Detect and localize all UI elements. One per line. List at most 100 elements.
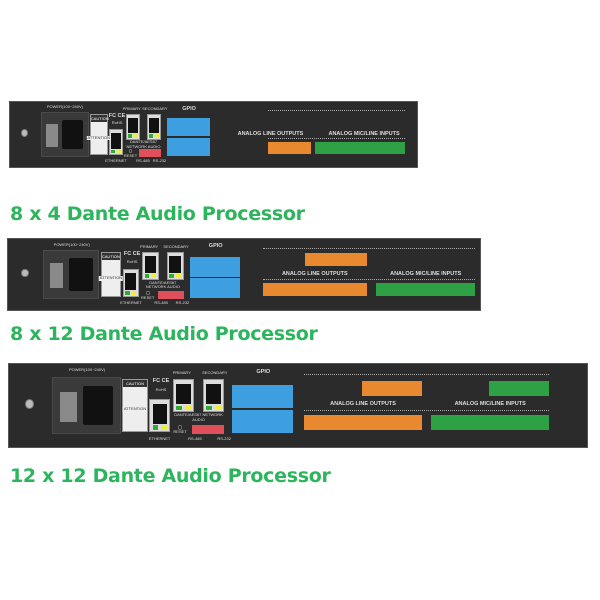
gpio-terminal-bottom [232, 409, 294, 433]
mic-line-inputs-label: ANALOG MIC/LINE INPUTS [454, 401, 526, 408]
port-led-yellow [185, 405, 191, 410]
mic-line-inputs-label: ANALOG MIC/LINE INPUTS [328, 131, 400, 138]
port-led-green [169, 274, 174, 279]
rohs-label: RoHS [126, 258, 138, 264]
power-inlet [52, 377, 121, 434]
channel-ticks-top [262, 247, 476, 250]
rs232-label: RS-232 [175, 300, 190, 306]
line-output-block-top [361, 380, 423, 396]
caution-text: CAUTION [90, 114, 109, 122]
power-label: POWER(100~240V) [68, 367, 106, 373]
iec-socket [83, 386, 113, 425]
channel-ticks-top [268, 109, 405, 112]
ground-screw-icon [25, 398, 35, 409]
dante-label: DANTE/AES67 NETWORK AUDIO [174, 411, 223, 422]
line-output-block [303, 415, 423, 431]
port-led-green [152, 425, 159, 430]
gpio-terminal-top [190, 256, 241, 277]
caution-label: CAUTION [122, 378, 148, 433]
port-led-green [144, 274, 150, 279]
rs232-label: RS-232 [152, 158, 167, 164]
ethernet-label: ETHERNET [148, 436, 171, 442]
channel-ticks-mid [268, 138, 405, 140]
certification-marks: FC CE [152, 378, 170, 385]
primary-label: PRIMARY [122, 106, 141, 112]
port-socket [169, 255, 181, 274]
mic-line-input-block [376, 283, 476, 296]
attention-label: ATTENTION [86, 134, 111, 141]
port-led-yellow [176, 274, 181, 279]
reset-button [177, 424, 183, 430]
mic-line-input-block-top [488, 380, 550, 396]
primary-port [142, 251, 160, 281]
reset-label: RESET [123, 153, 138, 158]
power-switch [46, 123, 58, 148]
port-socket [206, 383, 221, 405]
power-label: POWER(100~240V) [53, 241, 90, 247]
ethernet-label: ETHERNET [120, 300, 142, 306]
port-led-yellow [132, 291, 137, 296]
port-led-yellow [215, 405, 221, 410]
line-output-block [262, 283, 367, 296]
power-switch [49, 262, 64, 289]
port-led-yellow [161, 425, 167, 430]
port-socket [176, 383, 191, 405]
primary-label: PRIMARY [140, 243, 159, 249]
product-caption: 12 x 12 Dante Audio Processor [10, 465, 331, 487]
line-outputs-label: ANALOG LINE OUTPUTS [237, 131, 304, 138]
attention-label: ATTENTION [98, 274, 124, 281]
secondary-port [203, 378, 224, 413]
primary-port [173, 378, 194, 413]
secondary-label: SECONDARY [142, 106, 168, 112]
port-led-green [149, 134, 154, 138]
channel-ticks-mid [262, 278, 476, 281]
certification-marks: FC CE [108, 113, 126, 120]
gpio-label: GPIO [182, 105, 196, 112]
gpio-label: GPIO [256, 368, 271, 375]
channel-ticks-top [303, 373, 550, 376]
port-led-yellow [117, 149, 121, 154]
port-led-green [176, 405, 183, 410]
rs232-label: RS-232 [217, 436, 231, 442]
mic-line-inputs-label: ANALOG MIC/LINE INPUTS [390, 270, 462, 277]
ethernet-port [149, 398, 170, 433]
line-outputs-label: ANALOG LINE OUTPUTS [281, 270, 348, 277]
port-socket [144, 255, 157, 274]
caution-label: CAUTION [100, 251, 122, 298]
port-socket [125, 272, 137, 291]
certification-marks: FC CE [123, 251, 141, 258]
ethernet-port [108, 129, 124, 156]
port-led-yellow [155, 134, 159, 138]
ethernet-port [122, 268, 140, 298]
dante-label: DANTE/AES67 NETWORK AUDIO [126, 139, 161, 149]
channel-ticks-mid [303, 410, 550, 412]
port-led-green [206, 405, 213, 410]
port-led-green [125, 291, 130, 296]
rohs-label: RoHS [155, 387, 167, 393]
port-led-yellow [133, 134, 138, 138]
rs485-label: RS-485 [136, 158, 150, 164]
line-output-block [268, 142, 312, 154]
port-led-green [111, 149, 115, 154]
port-socket [152, 403, 167, 425]
gpio-terminal-bottom [190, 278, 241, 298]
reset-button [145, 290, 150, 296]
port-led-yellow [151, 274, 157, 279]
secondary-port [146, 113, 162, 140]
port-socket [111, 133, 121, 150]
serial-terminal-block [139, 149, 162, 157]
port-socket [128, 117, 138, 134]
secondary-label: SECONDARY [163, 243, 189, 249]
ethernet-label: ETHERNET [105, 158, 127, 164]
caution-text: CAUTION [123, 379, 147, 387]
iec-socket [68, 258, 93, 291]
primary-port [125, 113, 141, 140]
serial-terminal-block [192, 424, 224, 434]
dante-label: DANTE/AES67 NETWORK AUDIO [145, 279, 180, 290]
mic-line-input-block [315, 142, 405, 154]
gpio-label: GPIO [208, 243, 223, 250]
